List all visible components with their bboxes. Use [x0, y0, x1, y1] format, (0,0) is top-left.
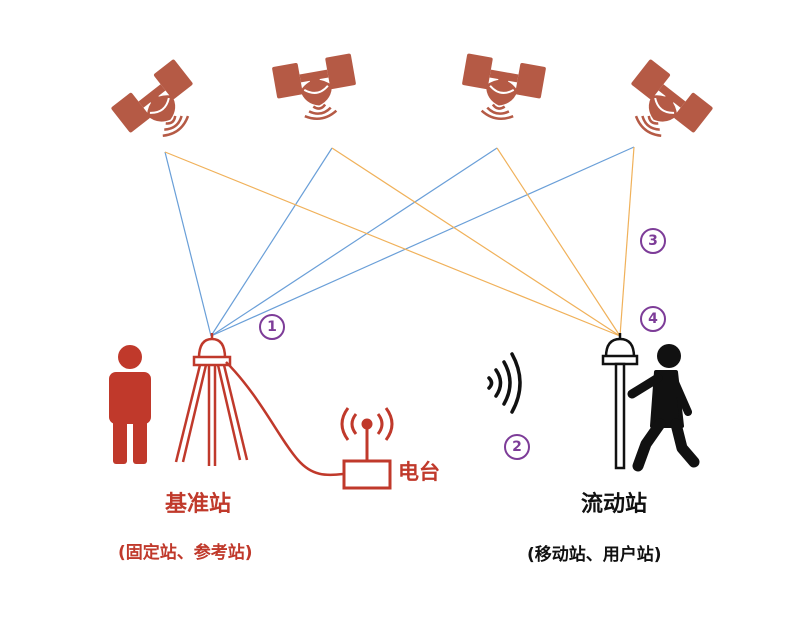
satellite-icon — [270, 52, 363, 127]
link-sat1-rover — [164, 151, 621, 337]
base-station-subtitle: (固定站、参考站) — [118, 543, 253, 563]
satellite-icon — [612, 57, 715, 156]
step-marker-3: 3 — [640, 228, 666, 254]
step-marker-2: 2 — [504, 434, 530, 460]
walking-person-icon — [627, 344, 700, 472]
signal-lines — [164, 146, 635, 337]
satellite-icon — [109, 57, 212, 156]
link-sat4-base — [210, 146, 635, 337]
radio-station-icon — [340, 407, 394, 490]
wireless-signal-icon — [487, 352, 522, 414]
tripod-antenna-icon — [174, 333, 344, 477]
rover-station-subtitle: (移动站、用户站) — [527, 545, 662, 565]
link-sat2-base — [210, 147, 333, 337]
step-marker-1: 1 — [259, 314, 285, 340]
step-marker-4: 4 — [640, 306, 666, 332]
link-sat4-rover — [619, 146, 635, 337]
link-sat3-base — [210, 147, 498, 337]
satellite-icon — [455, 52, 548, 127]
link-sat2-rover — [331, 147, 621, 337]
link-sat1-base — [164, 151, 212, 337]
survey-pole-icon — [601, 333, 639, 470]
base-station-title: 基准站 — [165, 492, 232, 517]
link-sat3-rover — [496, 147, 621, 337]
person-icon — [109, 345, 151, 464]
rover-station-title: 流动站 — [581, 492, 648, 517]
radio-label: 电台 — [398, 460, 440, 484]
